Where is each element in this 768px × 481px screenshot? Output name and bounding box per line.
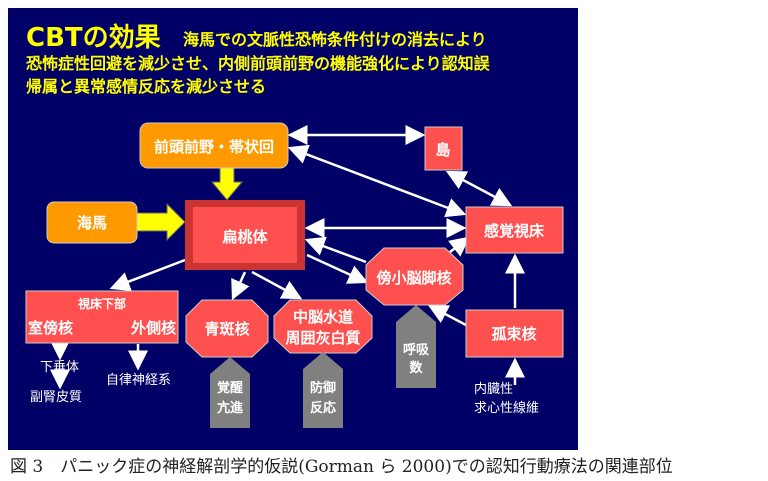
arrow-insula-thalamus [445,170,513,207]
output-arousal-label1: 覚醒 [216,380,243,396]
output-respiration-label2: 数 [409,360,423,376]
arrow-parabrachial-amygdala [304,236,367,264]
node-hippocampus-label: 海馬 [77,214,107,232]
output-respiration-label1: 呼吸 [403,342,430,358]
node-lateral-label: 外側核 [130,319,176,337]
arrow-pfc-thalamus [287,144,467,218]
title-line1: 海馬での文脈性恐怖条件付けの消去により [183,30,487,49]
node-pfc [139,122,289,169]
arrow-amygdala-parabrachial [306,253,369,284]
node-lc-label: 青斑核 [204,320,249,338]
arrow-amygdala-hypothalamus [109,258,186,292]
title-line2: 恐怖症性回避を減少させ、内側前頭前野の機能強化により認知誤 [26,54,491,73]
node-hypothalamus-label: 視床下部 [77,296,126,311]
yellow-arrow-down [210,167,244,201]
node-parabrachial [365,247,464,306]
node-pfc-label: 前頭前野・帯状回 [154,138,274,156]
arrows [50,125,525,390]
node-hippocampus [46,201,138,244]
node-nts [465,309,564,358]
node-pag [273,299,373,354]
node-parabrachial-label: 傍小脳脚核 [376,269,451,287]
output-arousal-label2: 亢進 [217,400,243,416]
output-defense-label2: 反応 [310,400,336,416]
node-lc [185,299,269,358]
node-thalamus [465,206,564,254]
node-nts-label: 孤束核 [491,325,536,343]
node-pvn-label: 室傍核 [28,319,73,337]
output-visceral2: 求心性線維 [474,400,539,416]
output-visceral1: 内臓性 [474,381,513,397]
output-adrenal: 副腎皮質 [30,390,82,405]
yellow-arrow-right [136,202,186,242]
arrow-amygdala-lc [231,271,250,301]
output-arousal [210,357,250,428]
output-defense [303,352,343,428]
node-insula-label: 島 [435,141,450,159]
output-autonomic: 自律神経系 [106,373,171,388]
output-pituitary: 下垂体 [40,360,79,375]
node-pag-label1: 中脳水道 [293,308,353,326]
title-main: CBTの効果 [26,22,161,53]
title-line3: 帰属と異常感情反応を減少させる [26,77,266,96]
node-hypothalamus [25,290,179,344]
node-pag-label2: 周囲灰白質 [285,329,360,347]
arrow-nts-parabrachial [427,304,467,327]
arrow-amygdala-pag [251,270,303,300]
output-defense-label1: 防御 [310,380,336,396]
output-respiration [396,305,436,388]
figure-caption: 図 3 パニック症の神経解剖学的仮説(Gorman ら 2000)での認知行動療… [10,457,673,477]
node-amygdala-face [193,207,297,263]
node-insula [424,126,463,171]
arrow-parabrachial-thalamus [448,236,470,257]
node-thalamus-label: 感覚視床 [484,222,545,240]
node-amygdala-label: 扁桃体 [222,228,268,246]
